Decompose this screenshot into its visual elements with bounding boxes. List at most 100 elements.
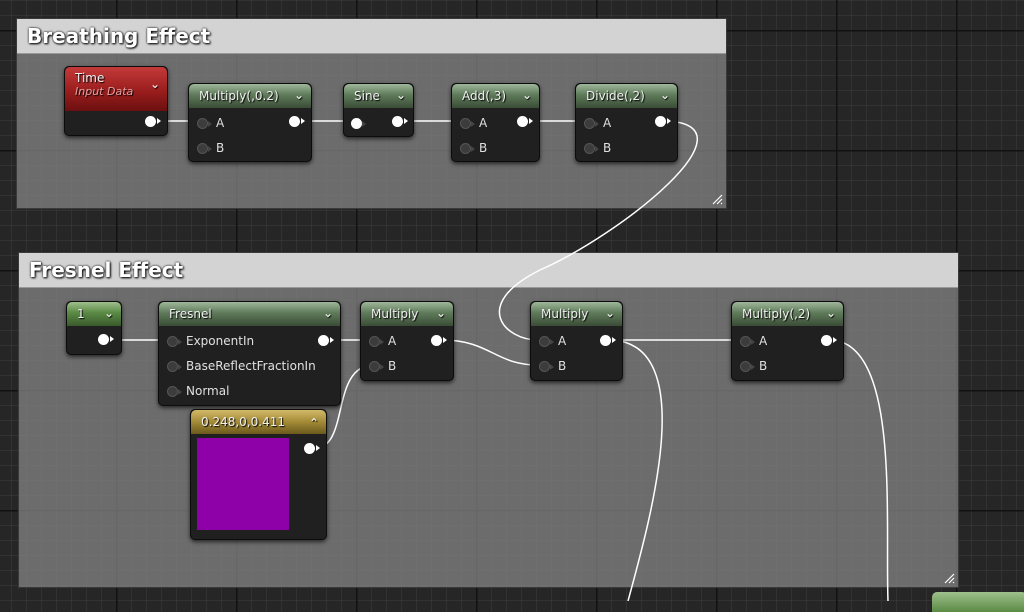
output-pin[interactable] [600,335,616,346]
input-pin-b[interactable]: B [584,139,611,157]
color-swatch[interactable] [197,438,289,530]
input-pin-icon[interactable] [197,117,212,129]
chevron-down-icon[interactable]: ⌄ [149,77,160,91]
input-pin-icon[interactable] [740,360,755,372]
node-divide-2[interactable]: Divide(,2) ⌄ A B [575,83,678,162]
chevron-down-icon[interactable]: ⌄ [395,88,406,102]
input-pin-icon[interactable] [167,385,182,397]
node-time[interactable]: Time Input Data ⌄ [64,66,168,136]
input-pin-a[interactable]: A [460,114,487,132]
node-sine[interactable]: Sine ⌄ [343,83,414,137]
node-title: Divide(,2) [586,89,645,103]
node-header[interactable]: Add(,3) ⌄ [452,84,539,108]
chevron-down-icon[interactable]: ⌄ [293,88,304,102]
node-title: Time [75,71,105,85]
input-pin-normal[interactable]: Normal [167,382,229,400]
pin-label: A [479,116,488,130]
node-header[interactable]: Multiply(,2) ⌄ [732,302,843,326]
node-multiply-b[interactable]: Multiply ⌄ A B [530,301,623,381]
output-pin[interactable] [304,443,320,454]
node-title: Multiply [541,307,589,321]
chevron-up-icon[interactable]: ⌃ [308,416,319,430]
output-pin[interactable] [821,335,837,346]
chevron-down-icon[interactable]: ⌄ [322,306,333,320]
wire-divide-to-multiply-b [498,120,698,341]
node-subtitle: Input Data [75,85,134,98]
pin-label: ExponentIn [186,334,255,348]
chevron-down-icon[interactable]: ⌄ [521,88,532,102]
input-pin-icon[interactable] [351,118,366,129]
pin-label: B [479,141,488,155]
node-header[interactable]: Divide(,2) ⌄ [576,84,677,108]
input-pin-icon[interactable] [167,360,182,372]
input-pin-icon[interactable] [584,142,599,154]
node-header[interactable]: Sine ⌄ [344,84,413,108]
wire-multiply-a-to-multiply-b [441,339,539,366]
node-header[interactable]: Time Input Data ⌄ [65,67,167,111]
node-title: Multiply(,0.2) [199,89,279,103]
pin-label: B [388,359,397,373]
input-pin-icon[interactable] [740,335,755,347]
pin-label: A [759,334,768,348]
input-pin-b[interactable]: B [740,357,767,375]
comment-title[interactable]: Fresnel Effect [19,253,958,288]
input-pin-b[interactable]: B [460,139,487,157]
chevron-down-icon[interactable]: ⌄ [659,88,670,102]
node-add-3[interactable]: Add(,3) ⌄ A B [451,83,540,162]
input-pin-a[interactable]: A [197,114,224,132]
node-constant-color[interactable]: 0.248,0,0.411 ⌃ [190,409,327,540]
chevron-down-icon[interactable]: ⌄ [103,306,114,320]
pin-label: A [388,334,397,348]
input-pin-icon[interactable] [369,335,384,347]
output-pin[interactable] [145,116,161,127]
node-header[interactable]: Multiply ⌄ [531,302,622,326]
output-pin[interactable] [655,116,671,127]
input-pin-exponent[interactable]: ExponentIn [167,332,254,350]
input-pin-icon[interactable] [197,142,212,154]
output-pin[interactable] [431,335,447,346]
input-pin-a[interactable]: A [584,114,611,132]
resize-grip-icon[interactable] [943,572,955,584]
input-pin-icon[interactable] [539,360,554,372]
node-multiply-a[interactable]: Multiply ⌄ A B [360,301,454,381]
input-pin-b[interactable]: B [369,357,396,375]
input-pin-icon[interactable] [460,142,475,154]
input-pin-icon[interactable] [460,117,475,129]
output-pin[interactable] [318,335,334,346]
chevron-down-icon[interactable]: ⌄ [604,306,615,320]
input-pin-a[interactable]: A [369,332,396,350]
node-header[interactable]: Multiply ⌄ [361,302,453,326]
node-title: 0.248,0,0.411 [201,415,285,429]
input-pin-b[interactable]: B [197,139,224,157]
input-pin-icon[interactable] [539,335,554,347]
input-pin-icon[interactable] [369,360,384,372]
output-pin[interactable] [289,116,305,127]
node-header[interactable]: Multiply(,0.2) ⌄ [189,84,311,108]
chevron-down-icon[interactable]: ⌄ [825,306,836,320]
chevron-down-icon[interactable]: ⌄ [435,306,446,320]
input-pin-a[interactable]: A [740,332,767,350]
input-pin-b[interactable]: B [539,357,566,375]
pin-label: B [216,141,225,155]
pin-label: Normal [186,384,230,398]
node-partial-offscreen[interactable] [932,592,1024,612]
node-title: 1 [77,307,85,321]
input-pin-icon[interactable] [167,335,182,347]
node-header[interactable]: Fresnel ⌄ [159,302,340,326]
node-fresnel[interactable]: Fresnel ⌄ ExponentIn BaseReflectFraction… [158,301,341,406]
node-header[interactable]: 1 ⌄ [67,302,121,326]
input-pin-base-reflect[interactable]: BaseReflectFractionIn [167,357,316,375]
node-multiply-2[interactable]: Multiply(,2) ⌄ A B [731,301,844,381]
input-pin-icon[interactable] [584,117,599,129]
node-constant-1[interactable]: 1 ⌄ [66,301,122,355]
output-pin[interactable] [98,334,114,345]
input-pin-a[interactable]: A [539,332,566,350]
wire-multiply-2-down [831,339,889,601]
resize-grip-icon[interactable] [711,193,723,205]
node-title: Sine [354,89,380,103]
node-header[interactable]: 0.248,0,0.411 ⌃ [191,410,326,434]
node-multiply-0-2[interactable]: Multiply(,0.2) ⌄ A B [188,83,312,162]
comment-title[interactable]: Breathing Effect [17,19,726,54]
output-pin[interactable] [517,116,533,127]
output-pin[interactable] [392,116,408,127]
